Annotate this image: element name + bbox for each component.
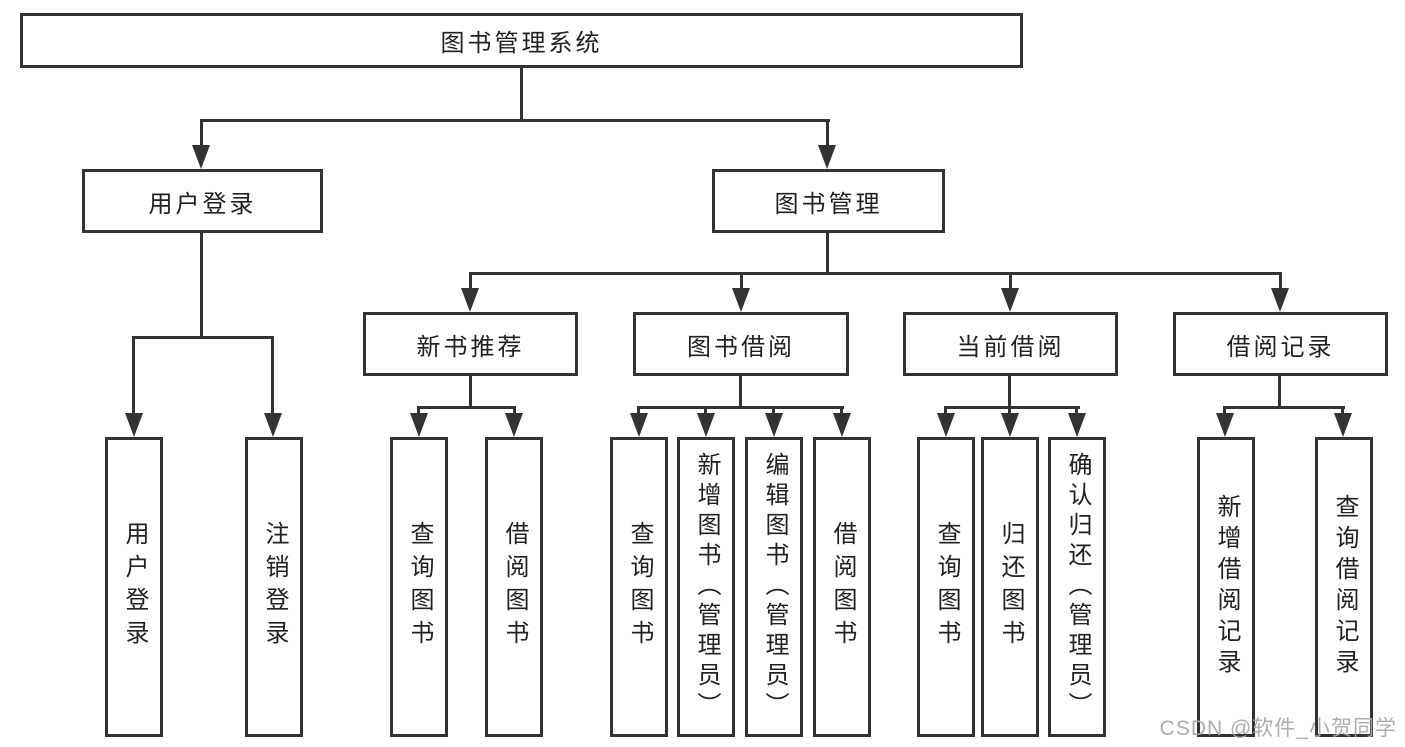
connector-arrow-current-borrow [1001,288,1019,312]
connector-drop-new-book [469,272,472,292]
leaf-return-books-label: 归还图书 [997,521,1024,653]
connector-drop-e2 [1341,406,1344,418]
connector-arrow-e1 [1216,413,1234,437]
connector-drop-e1 [1223,406,1226,418]
connector-drop-d2 [1008,406,1011,418]
connector-arrow-b1 [410,413,428,437]
connector-arrow-b2 [505,413,523,437]
connector-bar-level2 [200,119,830,122]
node-new-book-recommend: 新书推荐 [363,312,578,376]
connector-drop-c3 [772,406,775,418]
connector-arrow-d2 [1001,413,1019,437]
connector-stem-new-book [469,376,472,409]
connector-arrow-book-management [818,145,836,169]
node-book-management: 图书管理 [712,169,945,233]
leaf-confirm-return-admin-label: 确认归还（管理员） [1064,452,1091,722]
leaf-query-books-2: 查询图书 [610,437,668,737]
leaf-query-books-1: 查询图书 [390,437,448,737]
csdn-watermark: CSDN @软件_小贺同学 [1159,717,1397,740]
node-user-login: 用户登录 [82,169,323,233]
connector-arrow-e2 [1334,413,1352,437]
leaf-logout: 注销登录 [245,437,303,737]
connector-bar-borrow-records [1223,406,1345,409]
leaf-edit-books-admin: 编辑图书（管理员） [745,437,803,737]
connector-arrow-c3 [765,413,783,437]
node-current-borrow-label: 当前借阅 [956,333,1065,361]
connector-bar-user-login [132,336,274,339]
connector-drop-current-borrow [1009,272,1012,292]
connector-drop-user-login [200,119,203,151]
leaf-query-books-3: 查询图书 [917,437,975,737]
connector-arrow-d3 [1068,413,1086,437]
node-borrow-records: 借阅记录 [1173,312,1388,376]
node-book-borrow-label: 图书借阅 [687,333,795,361]
connector-drop-book-borrow [740,272,743,292]
leaf-add-borrow-record: 新增借阅记录 [1197,437,1255,737]
node-book-borrow: 图书借阅 [633,312,849,376]
leaf-add-books-admin: 新增图书（管理员） [677,437,735,737]
connector-bar-new-book [417,406,516,409]
leaf-query-books-2-label: 查询图书 [626,521,653,653]
leaf-borrow-books-2: 借阅图书 [813,437,871,737]
connector-bar-book-borrow [637,406,844,409]
connector-arrow-c2 [697,413,715,437]
connector-drop-c1 [637,406,640,418]
connector-drop-c4 [840,406,843,418]
connector-stem-borrow-records2 [1278,376,1281,409]
connector-arrow-c4 [833,413,851,437]
connector-drop-logout-leaf [271,336,274,418]
node-root: 图书管理系统 [20,13,1023,68]
connector-stem-book-borrow2 [739,376,742,409]
leaf-edit-books-admin-label: 编辑图书（管理员） [761,452,788,722]
connector-arrow-book-borrow [732,288,750,312]
connector-arrow-borrow-records [1271,288,1289,312]
connector-drop-b2 [513,406,516,418]
connector-drop-c2 [704,406,707,418]
connector-arrow-d1 [937,413,955,437]
connector-drop-book-management [826,119,829,151]
connector-arrow-new-book [461,288,479,312]
node-new-book-recommend-label: 新书推荐 [416,333,525,361]
connector-arrow-c1 [630,413,648,437]
leaf-user-login-label: 用户登录 [121,521,148,653]
node-current-borrow: 当前借阅 [903,312,1118,376]
leaf-borrow-books-2-label: 借阅图书 [829,521,856,653]
leaf-user-login: 用户登录 [105,437,163,737]
node-book-management-label: 图书管理 [774,190,883,218]
node-borrow-records-label: 借阅记录 [1226,333,1335,361]
connector-drop-borrow-records [1279,272,1282,292]
connector-bar-level3 [469,272,1282,275]
leaf-logout-label: 注销登录 [261,521,288,653]
connector-bar-current-borrow [944,406,1080,409]
leaf-borrow-books-1: 借阅图书 [485,437,543,737]
leaf-query-borrow-record-label: 查询借阅记录 [1331,494,1358,680]
leaf-query-books-1-label: 查询图书 [406,521,433,653]
node-user-login-label: 用户登录 [148,190,257,218]
leaf-borrow-books-1-label: 借阅图书 [501,521,528,653]
leaf-query-books-3-label: 查询图书 [933,521,960,653]
connector-stem-user-login [200,233,203,339]
connector-drop-d1 [944,406,947,418]
connector-stem-current-borrow2 [1008,376,1011,409]
connector-stem-book-management [826,233,829,275]
leaf-add-borrow-record-label: 新增借阅记录 [1213,494,1240,680]
connector-drop-b1 [417,406,420,418]
connector-stem-root [520,68,523,121]
node-root-label: 图书管理系统 [440,30,603,57]
connector-drop-login-leaf [132,336,135,418]
leaf-return-books: 归还图书 [981,437,1039,737]
connector-arrow-user-login [192,145,210,169]
connector-drop-d3 [1075,406,1078,418]
leaf-add-books-admin-label: 新增图书（管理员） [693,452,720,722]
connector-arrow-login-leaf [125,413,143,437]
connector-arrow-logout-leaf [264,413,282,437]
leaf-confirm-return-admin: 确认归还（管理员） [1048,437,1106,737]
leaf-query-borrow-record: 查询借阅记录 [1315,437,1373,737]
